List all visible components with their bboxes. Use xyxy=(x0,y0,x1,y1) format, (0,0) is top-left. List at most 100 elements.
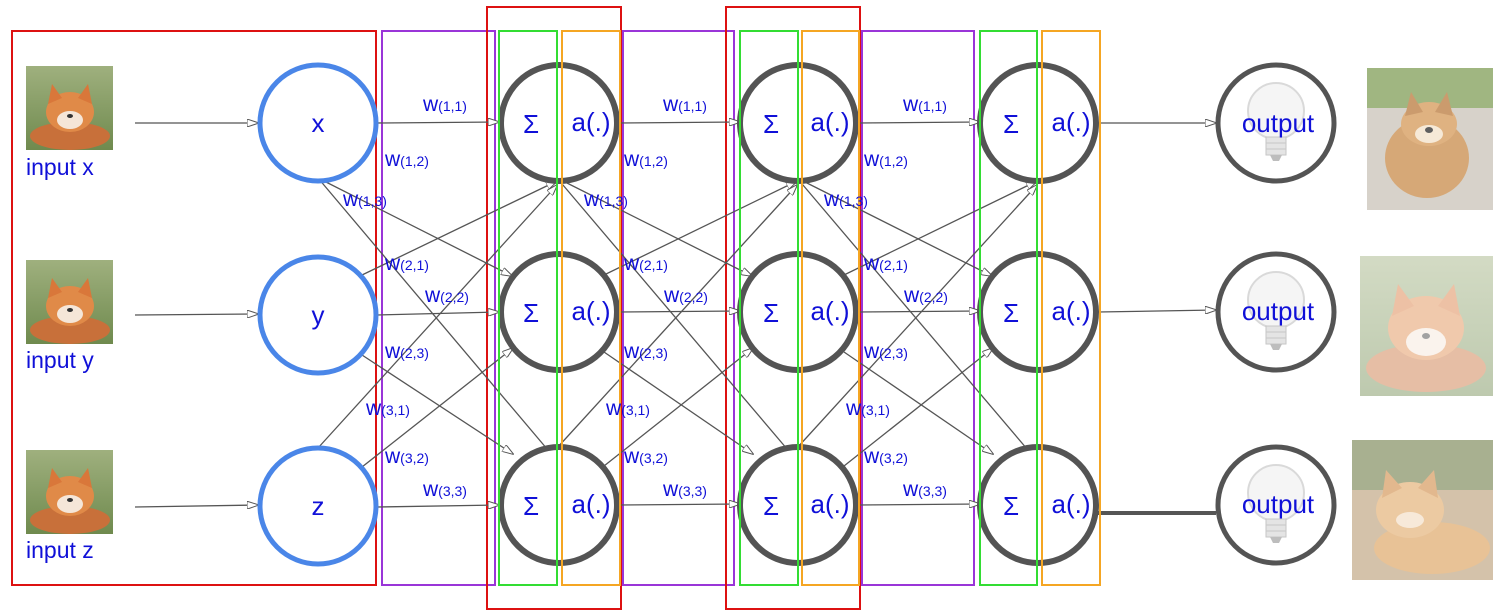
weight-label: w(3,2) xyxy=(863,445,908,468)
neuron xyxy=(498,444,620,566)
fox-image-faded xyxy=(1360,256,1493,396)
activation-label: a(.) xyxy=(572,296,611,326)
connection xyxy=(376,312,499,315)
connection xyxy=(857,504,980,505)
connections-layer-3 xyxy=(796,122,1037,505)
connection xyxy=(361,348,513,468)
weight-label: w(1,1) xyxy=(902,93,947,116)
weight-label: w(1,3) xyxy=(823,188,868,211)
connection xyxy=(843,348,993,467)
weight-label: w(2,3) xyxy=(863,340,908,363)
sum-symbol: Σ xyxy=(763,109,779,139)
output-label: output xyxy=(1242,108,1315,138)
sum-symbol: Σ xyxy=(523,109,539,139)
connections-layer-2 xyxy=(556,122,797,505)
activation-label: a(.) xyxy=(572,107,611,137)
sum-symbol: Σ xyxy=(523,491,539,521)
activation-label: a(.) xyxy=(811,489,850,519)
weight-label: w(2,1) xyxy=(623,252,668,275)
connection xyxy=(317,185,557,449)
connection xyxy=(556,185,797,449)
input-nodes: x y z xyxy=(257,62,379,567)
weight-label: w(2,1) xyxy=(384,252,429,275)
output-label: output xyxy=(1242,296,1315,326)
connection xyxy=(857,311,980,312)
output-label: output xyxy=(1242,489,1315,519)
connection xyxy=(556,177,752,276)
input-node-x-label: x xyxy=(312,108,325,138)
connections-layer-1 xyxy=(317,122,557,507)
weight-label: w(1,3) xyxy=(583,188,628,211)
sum-symbol: Σ xyxy=(523,298,539,328)
connection xyxy=(376,122,499,123)
input-node-y xyxy=(257,254,379,376)
connection xyxy=(317,177,512,276)
weight-label: w(2,2) xyxy=(663,284,708,307)
weight-labels-1: w(1,1) w(1,2) w(1,3) w(2,1) w(2,2) w(2,3… xyxy=(342,93,469,501)
connection xyxy=(796,185,1037,449)
weight-label: w(3,3) xyxy=(662,478,707,501)
weight-label: w(2,3) xyxy=(623,340,668,363)
weight-labels-3: w(1,1) w(1,2) w(1,3) w(2,1) w(2,2) w(2,3… xyxy=(823,93,948,501)
output-node: output xyxy=(1215,62,1337,184)
sum-symbol: Σ xyxy=(763,491,779,521)
sum-symbol: Σ xyxy=(763,298,779,328)
dog-image-icon xyxy=(1367,68,1493,210)
input-node-z xyxy=(257,445,379,567)
fox-image-icon xyxy=(26,66,113,150)
input-label-y: input y xyxy=(26,347,94,373)
sum-symbol: Σ xyxy=(1003,491,1019,521)
weight-label: w(3,2) xyxy=(623,445,668,468)
connection xyxy=(796,177,1033,456)
input-arrow xyxy=(134,505,258,507)
weight-label: w(1,1) xyxy=(662,93,707,116)
input-node-x xyxy=(257,62,379,184)
neuron xyxy=(498,251,620,373)
connection xyxy=(617,311,740,312)
lightbulb-icon xyxy=(1247,82,1305,161)
weight-label: w(2,2) xyxy=(424,284,469,307)
connection xyxy=(857,122,980,123)
weight-label: w(3,2) xyxy=(384,445,429,468)
output-arrow xyxy=(1097,310,1216,312)
lightbulb-icon xyxy=(1247,271,1305,350)
input-arrows xyxy=(134,123,258,507)
connection xyxy=(617,504,740,505)
fox-image-icon xyxy=(26,260,113,344)
connection xyxy=(603,181,797,276)
weights-frame-2 xyxy=(622,30,735,586)
input-arrow xyxy=(134,314,258,315)
weights-frame-1 xyxy=(381,30,496,586)
weight-label: w(2,3) xyxy=(384,340,429,363)
activation-label: a(.) xyxy=(572,489,611,519)
neuron-labels: Σ a(.) Σ a(.) Σ a(.) Σ a(.) Σ a(.) Σ a(.… xyxy=(523,107,1091,521)
weight-label: w(1,3) xyxy=(342,188,387,211)
connection xyxy=(617,122,740,123)
output-node: output xyxy=(1215,444,1337,566)
input-images xyxy=(26,66,113,534)
input-label-z: input z xyxy=(26,537,94,563)
connection xyxy=(796,177,992,276)
neuron xyxy=(498,62,620,184)
weight-label: w(3,3) xyxy=(902,478,947,501)
weight-label: w(1,1) xyxy=(422,93,467,116)
weight-label: w(3,1) xyxy=(845,397,890,420)
column-overlay xyxy=(498,31,1101,585)
weight-label: w(3,1) xyxy=(605,397,650,420)
cat-image-faded xyxy=(1352,440,1493,580)
activation-label: a(.) xyxy=(811,296,850,326)
weight-label: w(3,3) xyxy=(422,478,467,501)
sum-symbol: Σ xyxy=(1003,298,1019,328)
connection xyxy=(556,177,793,456)
input-node-y-label: y xyxy=(312,300,325,330)
weight-label: w(2,1) xyxy=(863,252,908,275)
output-node: output xyxy=(1215,251,1337,373)
activation-label: a(.) xyxy=(1052,107,1091,137)
connection xyxy=(603,348,753,467)
weight-label: w(1,2) xyxy=(384,148,429,171)
input-node-z-label: z xyxy=(312,491,325,521)
activation-label: a(.) xyxy=(1052,489,1091,519)
lightbulb-icon xyxy=(1247,464,1305,543)
